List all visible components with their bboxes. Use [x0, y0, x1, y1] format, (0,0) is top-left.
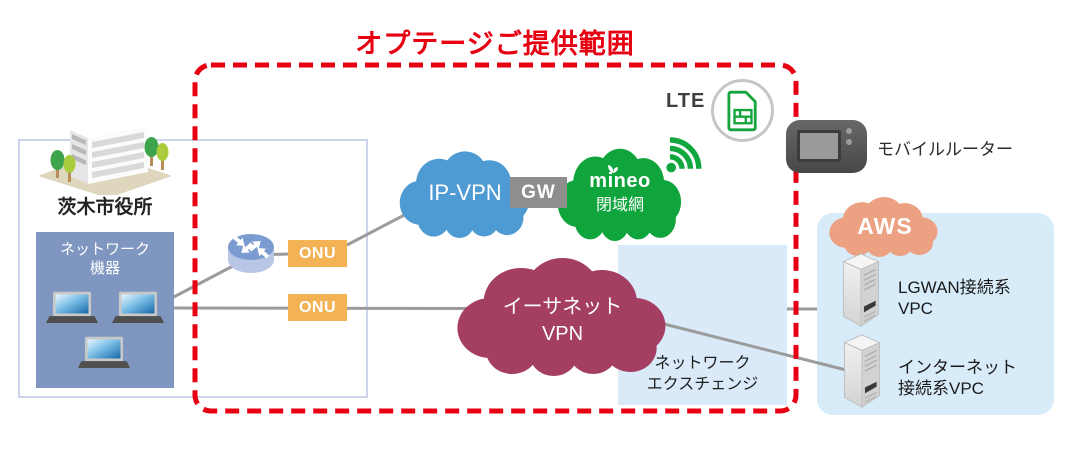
mineo-network-label: 閉域網: [595, 197, 644, 214]
diagram-title: オプテージご提供範囲: [355, 29, 635, 59]
ethernet-vpn-label: イーサネット VPN: [502, 296, 623, 345]
mobile-router-label: モバイルルーター: [877, 140, 1013, 159]
mobile-router-screen: [797, 130, 841, 162]
network-devices-label: ネットワーク 機器: [59, 241, 150, 277]
sim-card-icon: [711, 79, 774, 142]
aws-label: AWS: [857, 213, 913, 239]
tree-icons: [50, 137, 169, 182]
server-icon-internet: [843, 334, 881, 408]
cityhall-label: 茨木市役所: [57, 197, 153, 218]
laptop-icon: [78, 336, 130, 368]
router-icon: [228, 233, 274, 273]
wifi-signal-icon: [666, 137, 702, 173]
onu-box-bottom: ONU: [288, 294, 347, 321]
laptop-icon: [46, 291, 98, 323]
onu-box-top: ONU: [288, 240, 347, 267]
mobile-router-icon: [786, 120, 867, 173]
laptop-icon: [112, 291, 164, 323]
server-icon-lgwan: [842, 253, 880, 327]
cityhall-building-icon: [38, 118, 172, 195]
vpc-internet-label: インターネット 接続系VPC: [898, 358, 1017, 398]
network-devices-box: ネットワーク 機器: [36, 232, 174, 388]
lte-label: LTE: [666, 90, 706, 112]
vpc-lgwan-label: LGWAN接続系 VPC: [898, 278, 1011, 318]
